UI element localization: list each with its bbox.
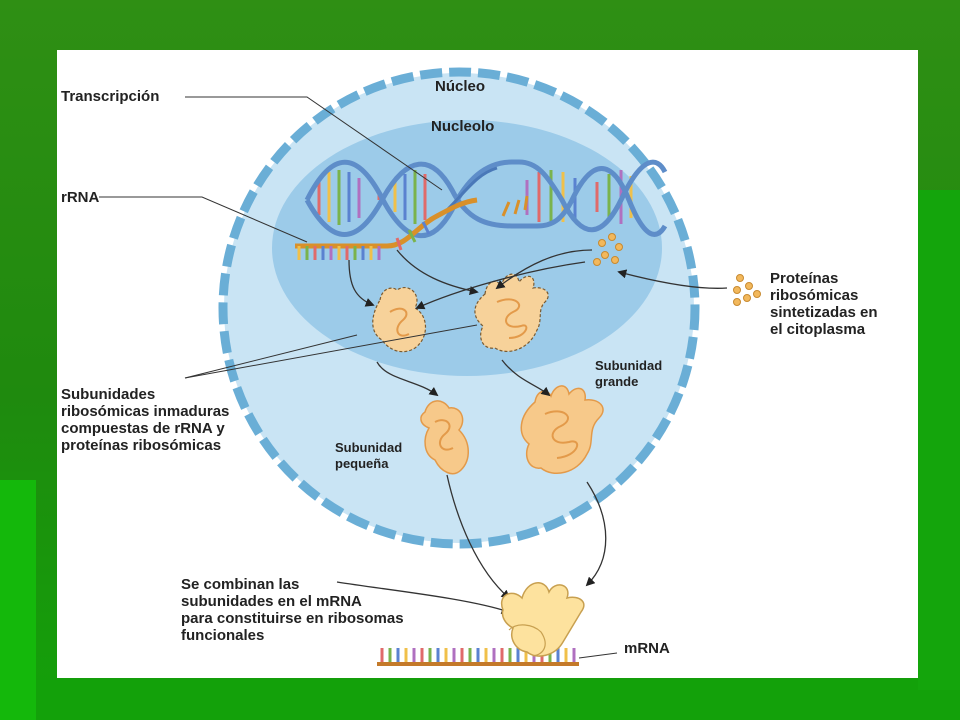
protein-dots-nucleolus <box>593 233 623 266</box>
nuclear-envelope <box>218 67 700 549</box>
mrna-label: mRNA <box>624 640 670 657</box>
immature-subunits-label: Subunidades ribosómicas inmaduras compue… <box>61 386 230 454</box>
diagram-panel: Núcleo Nucleolo Transcripción rRNA Prote… <box>57 50 918 678</box>
slide-background-strip <box>0 480 36 720</box>
mrna-strand <box>377 648 618 666</box>
slide-background-strip <box>918 190 960 690</box>
process-arrows <box>336 249 728 615</box>
leader-lines <box>99 96 478 379</box>
ribosomal-proteins-label: Proteínas ribosómicas sintetizadas en el… <box>770 270 878 338</box>
slide-background-strip <box>36 680 960 720</box>
rrna-strand <box>295 197 478 260</box>
immature-small-subunit <box>372 287 427 353</box>
ribosome-assembly-diagram <box>99 67 761 666</box>
combine-label: Se combinan las subunidades en el mRNA p… <box>181 576 404 644</box>
transcription-label: Transcripción <box>61 88 160 105</box>
small-subunit-label: Subunidad pequeña <box>335 440 403 471</box>
immature-large-subunit <box>474 273 549 352</box>
rna-fragments <box>501 195 529 217</box>
rrna-label: rRNA <box>61 189 100 206</box>
nucleolus-label: Nucleolo <box>431 118 495 135</box>
protein-dots-cytoplasm <box>733 274 761 306</box>
small-subunit <box>420 400 469 475</box>
nucleus-label: Núcleo <box>435 78 486 95</box>
dna-double-helix <box>304 159 668 239</box>
large-subunit <box>520 385 604 474</box>
functional-ribosome <box>500 582 585 657</box>
large-subunit-label: Subunidad grande <box>595 358 663 389</box>
